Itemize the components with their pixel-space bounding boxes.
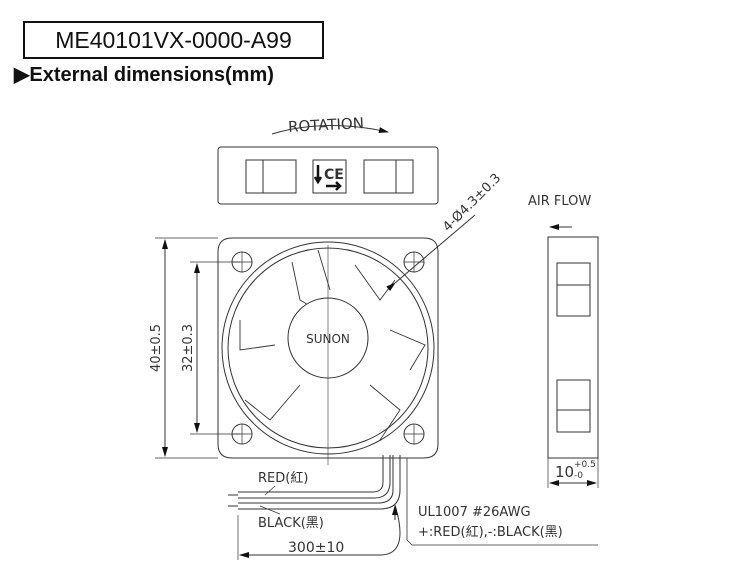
triangle-marker-icon: ▶: [14, 64, 30, 86]
ce-label: [312, 159, 347, 194]
wire-black-label: BLACK(黑): [258, 516, 324, 531]
hole-spec: 4-Ø4.3±0.3: [440, 171, 504, 235]
model-number: ME40101VX-0000-A99: [23, 21, 324, 59]
rotation-label: ROTATION: [288, 114, 365, 136]
section-heading: ▶External dimensions(mm): [14, 62, 274, 87]
dim-thickness: 10: [555, 463, 574, 481]
arrow-down-icon: [313, 165, 323, 185]
top-view: ROTATION CE: [217, 114, 439, 205]
wire-spec: UL1007 #26AWG: [418, 505, 531, 520]
wire-red-label: RED(紅): [258, 471, 308, 486]
rotation-arrow-icon: [271, 124, 389, 135]
side-view: AIR FLOW 10 +0.5 -0: [528, 194, 599, 488]
wire-polarity: +:RED(紅),-:BLACK(黑): [418, 525, 563, 540]
dim-thickness-tol-plus: +0.5: [574, 460, 596, 470]
dim-thickness-tol-minus: -0: [574, 471, 583, 481]
dim-hole-pitch: 32±0.3: [181, 324, 196, 372]
dim-outer: 40±0.5: [149, 324, 164, 372]
arrow-right-icon: [326, 181, 342, 191]
mounting-holes: [231, 251, 425, 445]
wire-leads: RED(紅) BLACK(黑) 300±10 UL1007 #26AWG +:R…: [228, 455, 598, 560]
heading-text: External dimensions(mm): [29, 64, 274, 86]
ce-mark-icon: CE: [324, 167, 344, 183]
wire-length: 300±10: [288, 540, 344, 556]
airflow-label: AIR FLOW: [528, 194, 591, 209]
front-view: SUNON 40±0.5 32±0.3 4-Ø4.3±0.3: [149, 171, 504, 465]
